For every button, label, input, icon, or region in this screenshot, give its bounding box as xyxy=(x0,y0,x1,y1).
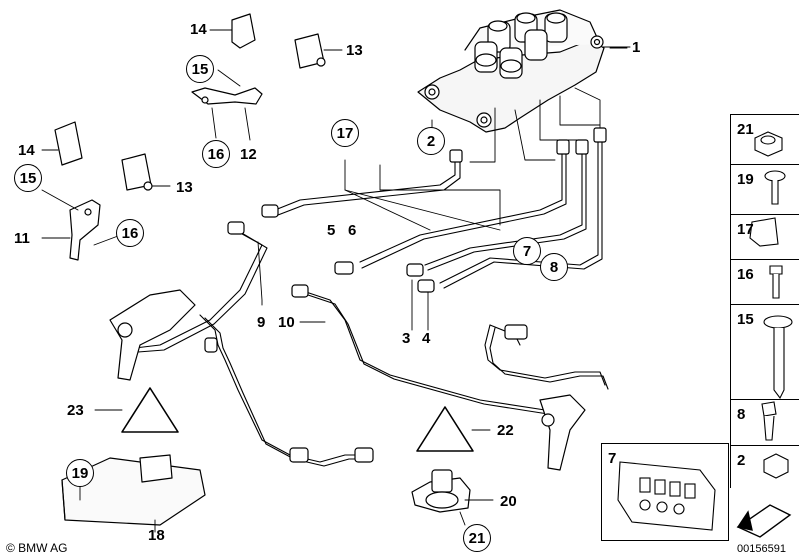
callout-20: 20 xyxy=(500,493,517,510)
callout-17: 17 xyxy=(331,119,359,147)
sensor-part xyxy=(411,469,471,513)
clip-assembly-left xyxy=(54,121,153,261)
pipe-brackets xyxy=(109,289,586,471)
panel-cell-16: 16 xyxy=(730,259,799,304)
parts-panel: 21 19 17 16 15 8 2 xyxy=(730,114,799,488)
panel-cell-17: 17 xyxy=(730,214,799,259)
panel-label-17: 17 xyxy=(737,221,754,238)
callout-8: 8 xyxy=(540,253,568,281)
callout-12: 12 xyxy=(240,146,257,163)
connector-box: 7 xyxy=(601,443,729,541)
callout-4: 4 xyxy=(422,330,431,347)
panel-cell-8: 8 xyxy=(730,399,799,445)
callout-7: 7 xyxy=(513,237,541,265)
callout-5: 5 xyxy=(327,222,336,239)
callout-14-left: 14 xyxy=(18,142,35,159)
callout-21: 21 xyxy=(463,524,491,552)
callout-19: 19 xyxy=(66,459,94,487)
image-id-label: 00156591 xyxy=(737,543,786,555)
hydraulic-unit xyxy=(417,9,605,133)
connector-art xyxy=(617,461,716,531)
panel-cell-19: 19 xyxy=(730,164,799,214)
panel-label-21: 21 xyxy=(737,121,754,138)
panel-label-19: 19 xyxy=(737,171,754,188)
panel-label-15: 15 xyxy=(737,311,754,328)
callout-18: 18 xyxy=(148,527,165,544)
direction-arrow xyxy=(736,504,792,538)
brake-pipes xyxy=(134,139,609,467)
callout-3: 3 xyxy=(402,330,411,347)
panel-label-16: 16 xyxy=(737,266,754,283)
callout-13-top: 13 xyxy=(346,42,363,59)
panel-cell-15: 15 xyxy=(730,304,799,399)
callout-11: 11 xyxy=(14,230,30,247)
callout-13-left: 13 xyxy=(176,179,193,196)
callout-14-top: 14 xyxy=(190,21,207,38)
pipe-fittings xyxy=(204,127,607,463)
callout-leaders xyxy=(41,29,628,533)
panel-cell-21: 21 xyxy=(730,114,799,164)
callout-16-top: 16 xyxy=(202,140,230,168)
callout-10: 10 xyxy=(278,314,295,331)
clip-assembly-top xyxy=(191,13,326,105)
callout-16-left: 16 xyxy=(116,219,144,247)
callout-6: 6 xyxy=(348,222,357,239)
parts-panel-art xyxy=(749,131,793,479)
callout-9: 9 xyxy=(257,314,266,331)
brand-label: © BMW AG xyxy=(6,541,68,555)
warning-triangles xyxy=(121,387,474,452)
panel-label-8: 8 xyxy=(737,406,746,423)
callout-1: 1 xyxy=(632,39,641,56)
control-module xyxy=(61,454,206,526)
callout-15-top: 15 xyxy=(186,55,214,83)
callout-22: 22 xyxy=(497,422,514,439)
callout-15-left: 15 xyxy=(14,164,42,192)
connector-label: 7 xyxy=(608,450,617,467)
panel-cell-2: 2 xyxy=(730,445,799,488)
callout-2: 2 xyxy=(417,127,445,155)
callout-23: 23 xyxy=(67,402,84,419)
panel-label-2: 2 xyxy=(737,452,746,469)
